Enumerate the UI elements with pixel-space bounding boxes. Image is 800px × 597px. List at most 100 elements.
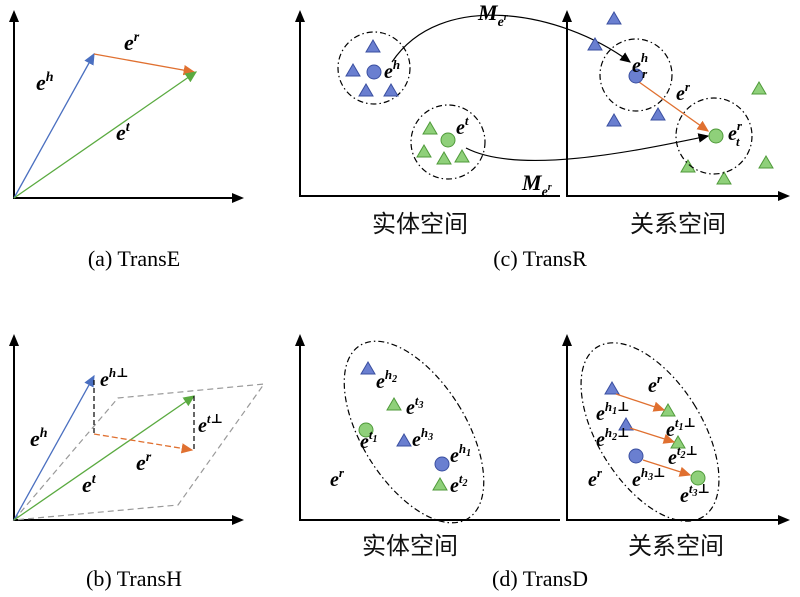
tail-cluster bbox=[410, 104, 486, 180]
triangle-marker bbox=[606, 11, 622, 25]
label-et: et bbox=[456, 113, 469, 139]
label-et: et bbox=[82, 472, 97, 497]
caption-b: (b) TransH bbox=[86, 566, 182, 591]
entity-ellipse bbox=[343, 340, 485, 524]
projection-arc-head bbox=[391, 14, 631, 63]
label-et1: et1 bbox=[360, 427, 378, 453]
hyperplane bbox=[12, 383, 266, 521]
triangle-marker bbox=[432, 477, 448, 491]
x-arrowhead bbox=[232, 193, 244, 203]
y-arrowhead bbox=[295, 10, 305, 22]
label-eh: eh bbox=[36, 70, 54, 95]
label-Mr-top: Mer bbox=[477, 0, 508, 30]
panel-transe: eh er et (a) TransE bbox=[9, 10, 244, 271]
label-er: er bbox=[124, 30, 140, 55]
panel-transh: eh⊥ et⊥ eh er et (b) TransH bbox=[9, 334, 266, 591]
label-etperp: et⊥ bbox=[198, 411, 223, 437]
label-er: er bbox=[676, 79, 691, 105]
head-vector bbox=[13, 52, 95, 199]
tail-vector bbox=[13, 395, 196, 521]
relation-vector bbox=[93, 53, 196, 76]
entity-space-label: 实体空间 bbox=[362, 532, 458, 560]
triangle-marker bbox=[360, 361, 376, 375]
caption-d: (d) TransD bbox=[492, 566, 588, 591]
relation-space-label: 关系空间 bbox=[628, 532, 724, 560]
y-arrowhead bbox=[295, 334, 305, 346]
relation-vector bbox=[93, 433, 194, 454]
label-er-right: er bbox=[588, 465, 603, 491]
label-er: er bbox=[136, 450, 152, 475]
projection-arc-tail bbox=[465, 133, 710, 162]
axes-c-left bbox=[299, 20, 560, 197]
label-ehperp: eh⊥ bbox=[100, 365, 129, 391]
label-et3perp: et3⊥ bbox=[680, 481, 710, 507]
axes-c-right bbox=[566, 20, 780, 197]
label-eh3: eh3 bbox=[412, 425, 433, 451]
panel-transd: eh2 et3 et1 eh3 eh1 et2 er er eh1⊥ et1⊥ … bbox=[295, 334, 790, 591]
label-et2perp: et2⊥ bbox=[668, 443, 698, 469]
y-arrowhead bbox=[9, 10, 19, 22]
label-er: er bbox=[648, 371, 663, 397]
triangle-marker bbox=[587, 37, 603, 51]
triangle-marker bbox=[716, 171, 732, 185]
triangle-marker bbox=[416, 144, 432, 158]
triangle-marker bbox=[618, 417, 634, 431]
triangle-marker bbox=[386, 397, 402, 411]
triangle-marker bbox=[650, 107, 666, 121]
triangle-marker bbox=[606, 113, 622, 127]
x-arrowhead bbox=[778, 191, 790, 201]
relation-space-label: 关系空间 bbox=[630, 210, 726, 238]
head-entity-dot bbox=[628, 448, 644, 464]
projected-head-cluster bbox=[599, 38, 673, 112]
y-arrowhead bbox=[562, 10, 572, 22]
triangle-marker bbox=[436, 151, 452, 165]
projected-tail-dot bbox=[708, 128, 724, 144]
label-eh1: eh1 bbox=[450, 441, 471, 467]
label-et3: et3 bbox=[406, 393, 424, 419]
label-et: et bbox=[116, 120, 131, 145]
tail-vector bbox=[13, 71, 198, 199]
triangle-marker bbox=[680, 159, 696, 173]
triangle-marker bbox=[422, 121, 438, 135]
axes-d-left bbox=[299, 344, 560, 521]
relation-ellipse bbox=[580, 342, 720, 522]
label-eh2perp: eh2⊥ bbox=[596, 425, 630, 451]
label-eh2: eh2 bbox=[376, 367, 397, 393]
label-eh3perp: eh3⊥ bbox=[632, 465, 666, 491]
label-eh: eh bbox=[384, 57, 400, 83]
tail-entity-dot bbox=[358, 422, 374, 438]
head-cluster bbox=[337, 31, 411, 105]
x-arrowhead bbox=[232, 515, 244, 525]
triangle-marker bbox=[758, 155, 774, 169]
caption-a: (a) TransE bbox=[88, 246, 180, 271]
relation-vector bbox=[642, 459, 692, 477]
axes-d-right bbox=[566, 344, 780, 521]
projected-tail-cluster bbox=[675, 97, 753, 175]
triangle-marker bbox=[751, 81, 767, 95]
triangle-marker bbox=[396, 433, 412, 447]
head-entity-dot bbox=[366, 64, 382, 80]
triangle-marker bbox=[383, 83, 399, 97]
triangle-marker bbox=[365, 39, 381, 53]
x-arrowhead bbox=[778, 515, 790, 525]
label-eh: eh bbox=[30, 426, 48, 451]
head-entity-dot bbox=[434, 456, 450, 472]
y-arrowhead bbox=[562, 334, 572, 346]
head-vector bbox=[13, 374, 95, 521]
relation-vector bbox=[629, 427, 676, 444]
caption-c: (c) TransR bbox=[493, 246, 587, 271]
tail-entity-dot bbox=[440, 132, 456, 148]
triangle-marker bbox=[604, 381, 620, 395]
label-Mr-bottom: Mer bbox=[521, 170, 552, 200]
tail-entity-dot bbox=[690, 470, 706, 486]
label-er: er bbox=[330, 465, 345, 491]
label-eh1perp: eh1⊥ bbox=[596, 399, 630, 425]
projected-head-dot bbox=[628, 68, 644, 84]
entity-space-label: 实体空间 bbox=[372, 210, 468, 238]
triangle-marker bbox=[454, 149, 470, 163]
relation-vector bbox=[638, 81, 710, 132]
